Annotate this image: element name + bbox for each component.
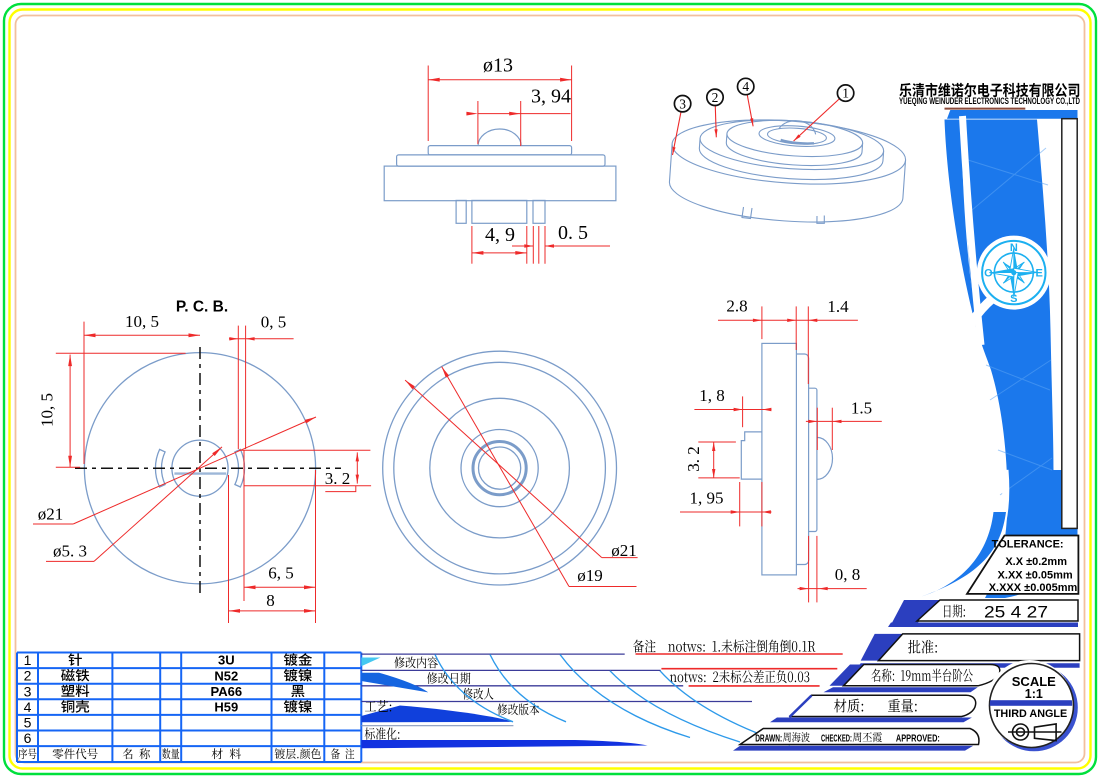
svg-text:3. 2: 3. 2 [684,446,703,472]
svg-text:5: 5 [24,715,32,731]
svg-text:10, 5: 10, 5 [125,312,159,331]
svg-text:H59: H59 [214,700,238,715]
svg-text:1, 8: 1, 8 [699,386,725,405]
svg-text:P. C. B.: P. C. B. [176,299,228,316]
svg-text:3, 94: 3, 94 [531,86,571,108]
svg-text:CHECKED:: CHECKED: [821,732,852,744]
svg-text:2: 2 [712,90,719,105]
svg-text:O: O [984,267,993,279]
svg-text:THIRD ANGLE: THIRD ANGLE [994,708,1067,720]
svg-text:SCALE: SCALE [1012,674,1056,689]
svg-text:ø21: ø21 [611,541,637,560]
svg-text:DRAWN:: DRAWN: [755,732,782,744]
svg-text:0, 5: 0, 5 [261,313,287,332]
svg-text:3: 3 [24,683,32,699]
svg-text:3U: 3U [218,653,235,668]
svg-text:25 4 27: 25 4 27 [984,604,1048,622]
svg-text:0. 5: 0. 5 [558,222,588,244]
svg-text:E: E [1036,267,1043,279]
svg-text:1: 1 [842,86,849,101]
svg-text:1.4: 1.4 [827,297,849,316]
svg-text:N: N [1010,242,1018,254]
svg-text:3: 3 [679,96,686,111]
svg-text:6: 6 [24,730,32,746]
svg-text:ø5. 3: ø5. 3 [53,542,87,561]
svg-text:1.5: 1.5 [851,399,872,418]
svg-text:2: 2 [24,668,32,684]
svg-text:TOLERANCE:: TOLERANCE: [992,539,1064,551]
svg-text:1: 1 [24,652,32,668]
svg-text:YUEQING WEINUDER ELECTRONICS T: YUEQING WEINUDER ELECTRONICS TECHNOLOGY … [899,96,1080,107]
svg-text:0, 8: 0, 8 [835,565,861,584]
svg-text:8: 8 [266,591,275,610]
svg-text:2.8: 2.8 [726,297,747,316]
svg-text:ø13: ø13 [483,55,513,77]
svg-text:X.XX ±0.05mm: X.XX ±0.05mm [998,570,1073,582]
svg-text:PA66: PA66 [211,684,243,699]
svg-text:ø19: ø19 [577,566,603,585]
svg-text:N52: N52 [214,668,238,683]
svg-text:1, 95: 1, 95 [690,489,724,508]
svg-text:4: 4 [742,79,749,94]
svg-text:1:1: 1:1 [1025,687,1043,701]
svg-text:X.XXX ±0.005mm: X.XXX ±0.005mm [989,582,1078,594]
svg-text:10, 5: 10, 5 [38,393,57,427]
svg-text:4, 9: 4, 9 [485,224,515,246]
svg-text:6, 5: 6, 5 [268,564,294,583]
svg-text:APPROVED:: APPROVED: [896,732,940,744]
svg-text:S: S [1010,293,1017,305]
svg-text:3. 2: 3. 2 [325,469,351,488]
svg-text:ø21: ø21 [38,505,64,524]
svg-text:4: 4 [24,699,32,715]
svg-text:X.X ±0.2mm: X.X ±0.2mm [1005,556,1067,568]
